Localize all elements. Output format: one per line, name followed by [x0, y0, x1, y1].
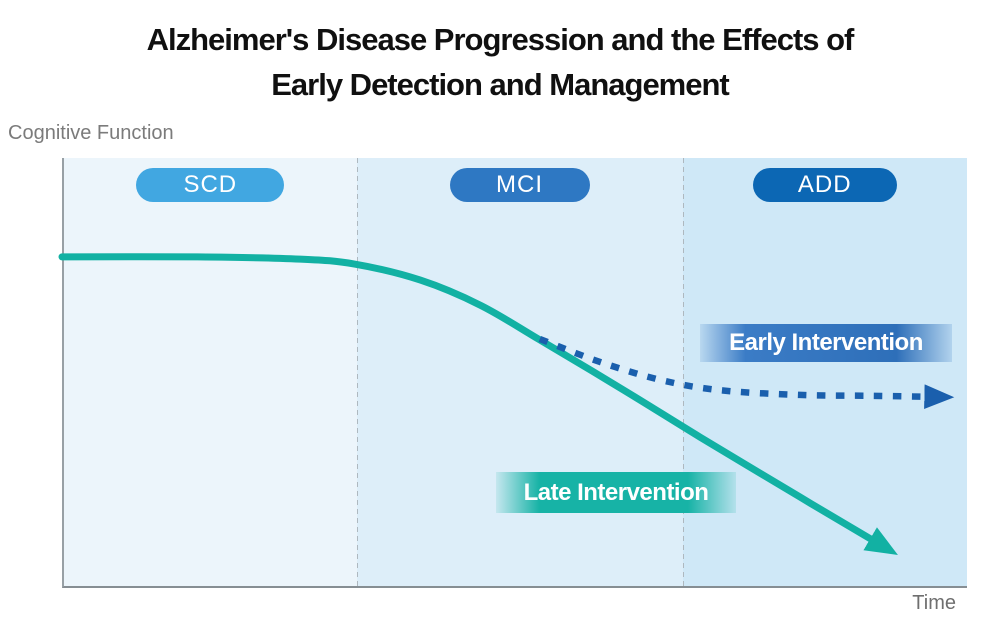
page-title-line1: Alzheimer's Disease Progression and the …	[146, 22, 855, 57]
stage-divider-mci-add	[682, 158, 684, 586]
x-axis-label: Time	[912, 592, 956, 614]
late-intervention-label: Late Intervention	[496, 472, 736, 513]
stage-region-add: ADD	[682, 158, 967, 586]
stage-region-scd: SCD	[64, 158, 357, 586]
early-intervention-label: Early Intervention	[700, 324, 952, 362]
y-axis-label: Cognitive Function	[8, 122, 174, 144]
page-title-line2: Early Detection and Management	[271, 67, 730, 102]
plot-area: SCD MCI ADD	[62, 158, 967, 588]
stage-badge-mci: MCI	[449, 168, 590, 202]
stage-region-mci: MCI	[356, 158, 683, 586]
stage-badge-scd: SCD	[136, 168, 285, 202]
stage-divider-scd-mci	[356, 158, 358, 586]
page-title: Alzheimer's Disease Progression and the …	[0, 17, 1000, 107]
stage-badge-add: ADD	[752, 168, 897, 202]
